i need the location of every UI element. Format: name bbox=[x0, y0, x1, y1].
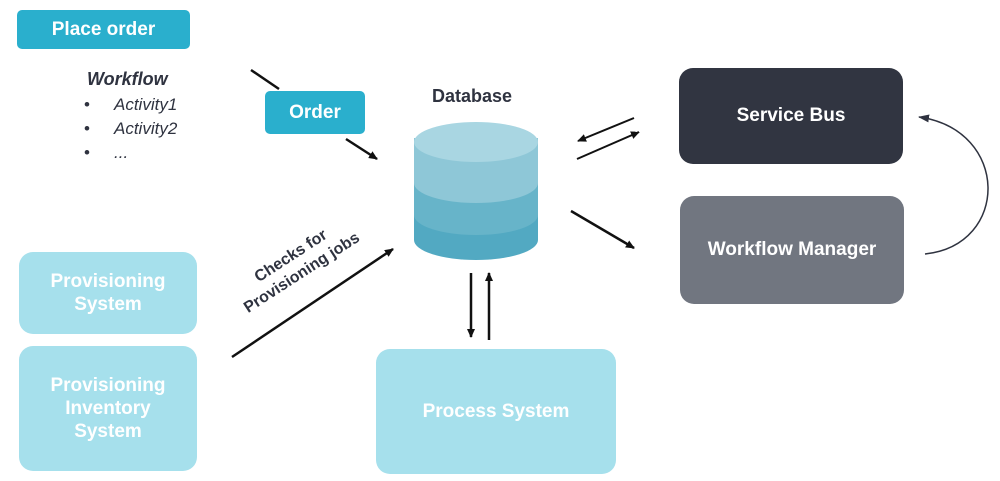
edge-place-order-to-order bbox=[250, 68, 280, 91]
edge-provisioning-to-database bbox=[231, 247, 394, 359]
workflow-activity-item: Activity1 bbox=[84, 93, 177, 117]
place-order-button[interactable]: Place order bbox=[17, 10, 190, 49]
database-label: Database bbox=[432, 86, 513, 106]
database-icon[interactable] bbox=[414, 122, 538, 260]
workflow-activity-item: ... bbox=[84, 141, 177, 165]
edge-database-to-workflow-manager bbox=[570, 209, 635, 250]
edge-order-to-database bbox=[345, 137, 378, 161]
workflow-activity-item: Activity2 bbox=[84, 117, 177, 141]
workflow-activity-list: Activity1 Activity2 ... bbox=[84, 93, 177, 165]
order-node[interactable]: Order bbox=[265, 91, 365, 134]
edge-servicebus-to-database bbox=[577, 117, 635, 142]
edge-database-to-servicebus bbox=[576, 131, 640, 160]
process-system-node[interactable]: Process System bbox=[376, 349, 616, 474]
workflow-manager-node[interactable]: Workflow Manager bbox=[680, 196, 904, 304]
edge-workflow-manager-to-servicebus bbox=[918, 114, 989, 255]
provisioning-system-node[interactable]: Provisioning System bbox=[19, 252, 197, 334]
provisioning-inventory-system-node[interactable]: Provisioning Inventory System bbox=[19, 346, 197, 471]
workflow-title: Workflow bbox=[87, 69, 168, 89]
service-bus-node[interactable]: Service Bus bbox=[679, 68, 903, 164]
